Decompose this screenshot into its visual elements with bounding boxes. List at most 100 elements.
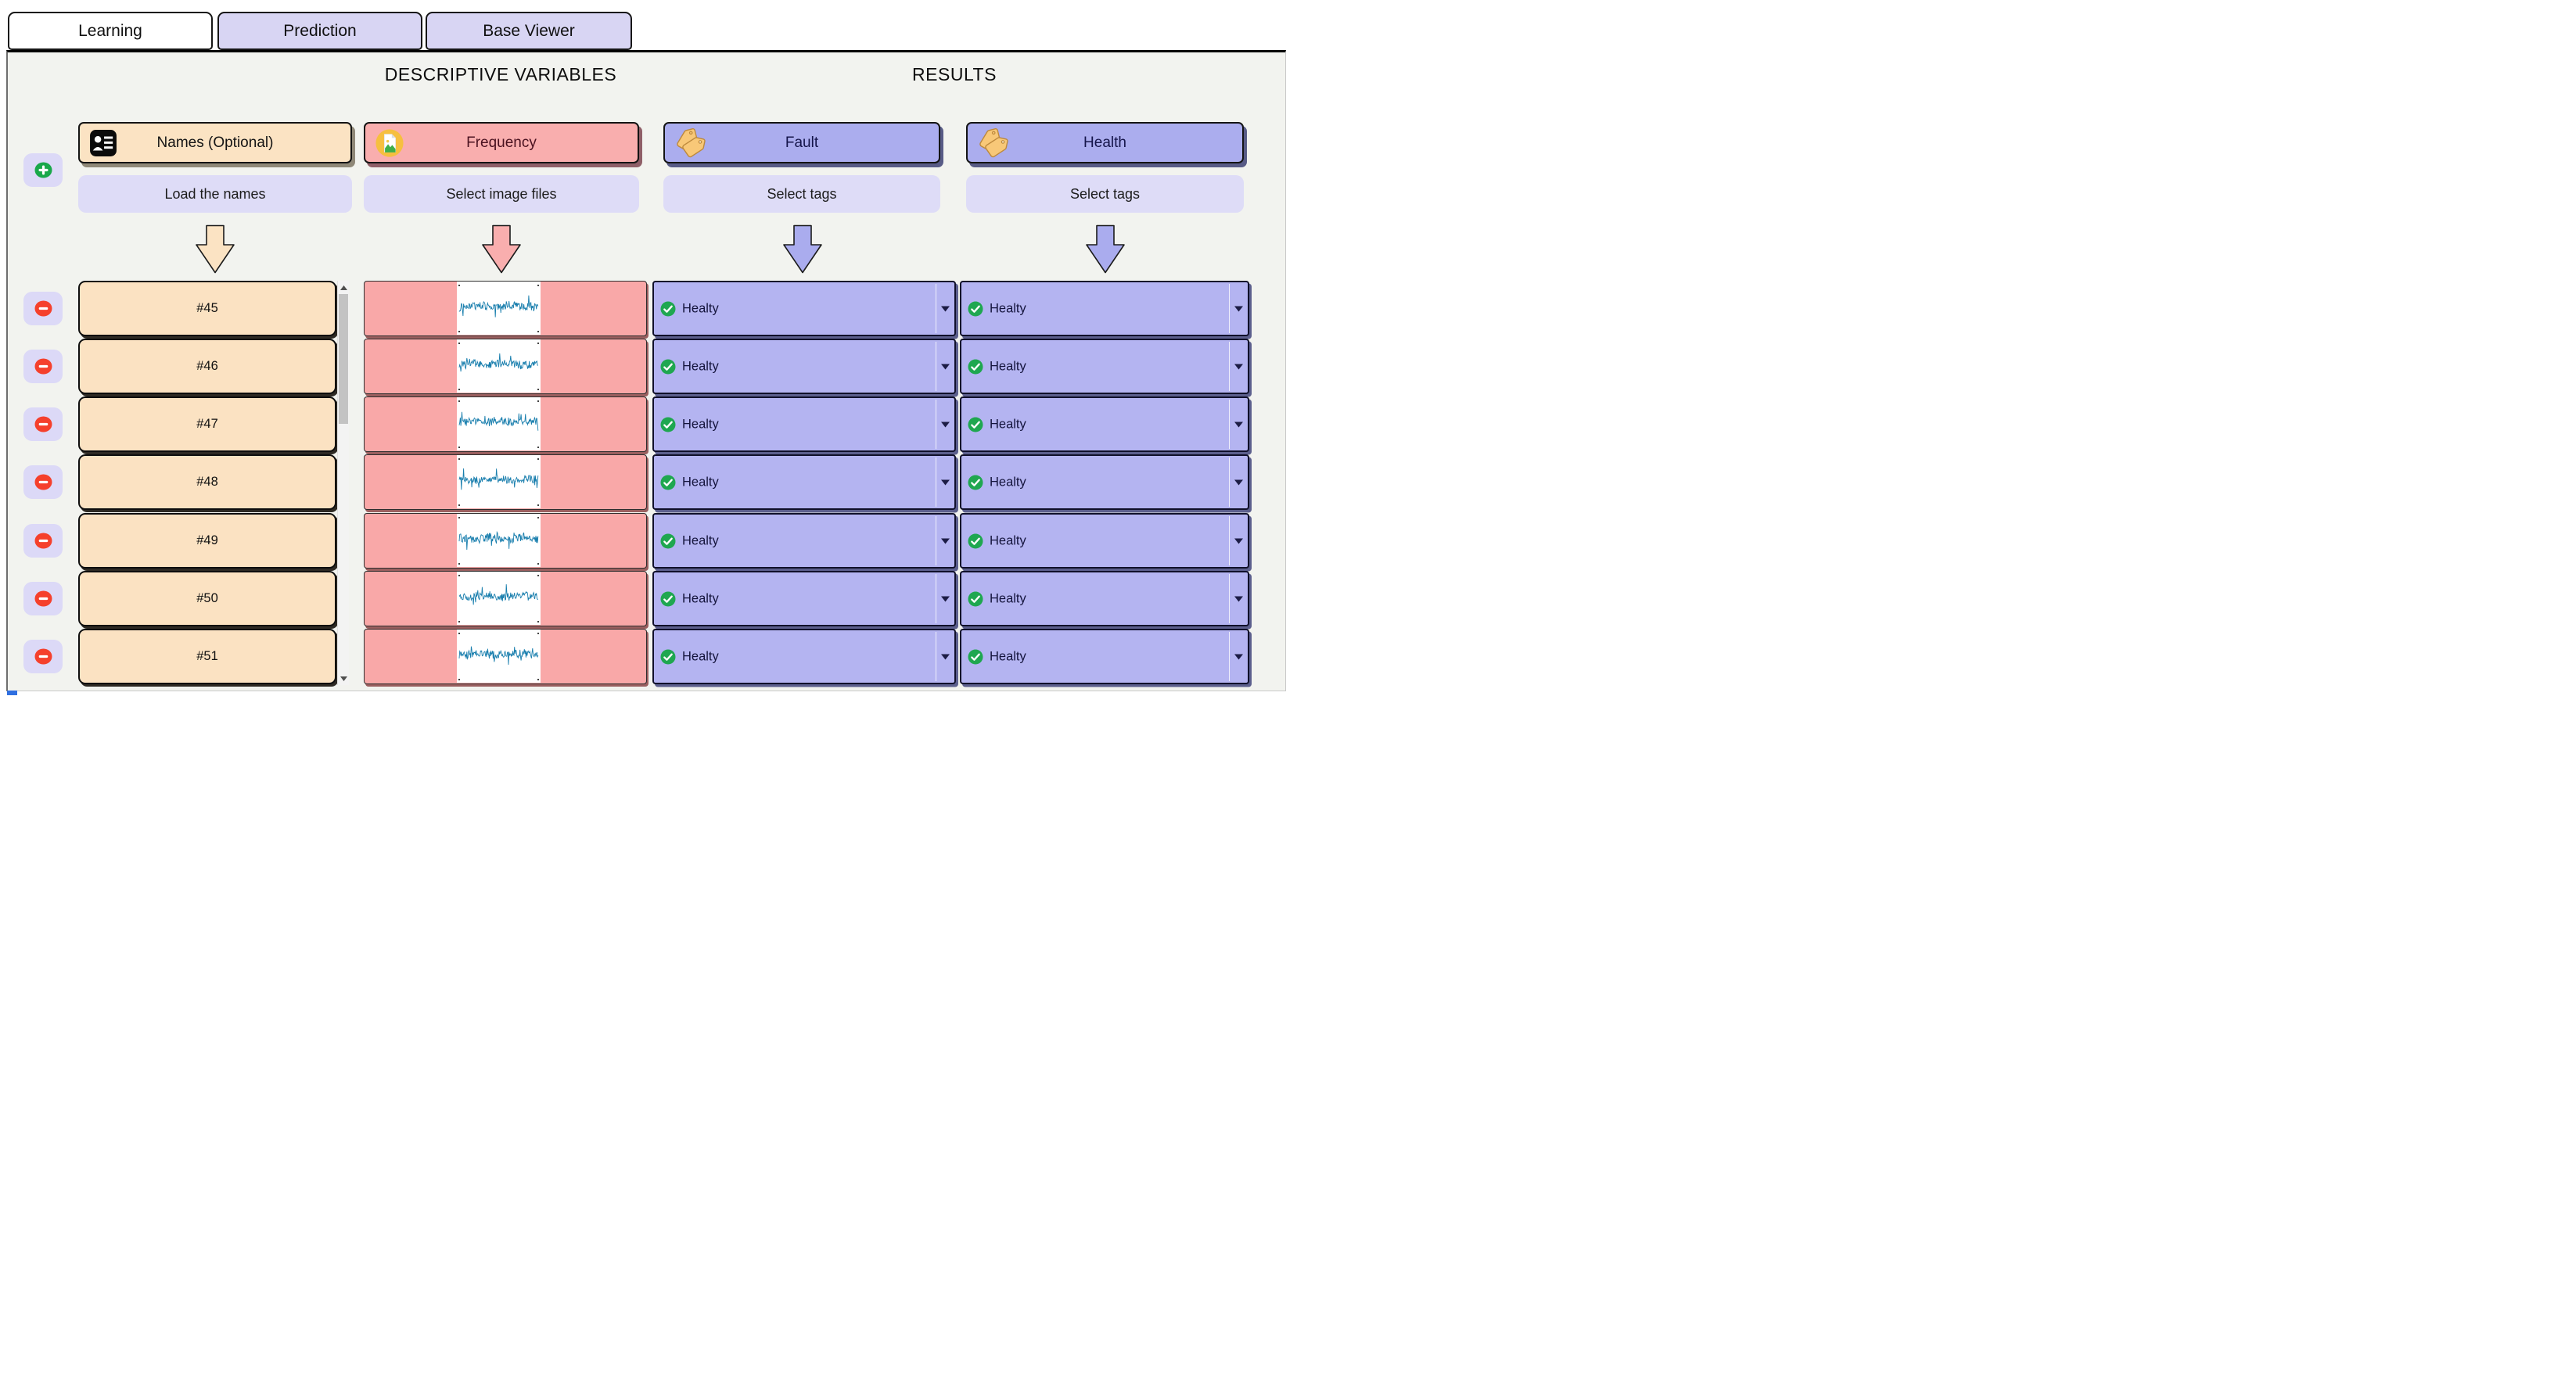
- health-dropdown-value: Healty: [990, 591, 1026, 605]
- fault-dropdown[interactable]: Healty: [652, 396, 956, 452]
- remove-row-button[interactable]: [23, 350, 63, 383]
- waveform-image: [457, 514, 541, 567]
- fault-dropdown[interactable]: Healty: [652, 281, 956, 336]
- frequency-image-cell[interactable]: [364, 629, 647, 684]
- tab-prediction-label: Prediction: [283, 21, 357, 40]
- remove-row-button[interactable]: [23, 465, 63, 499]
- image-file-icon: [375, 128, 404, 158]
- select-fault-tags-label: Select tags: [767, 185, 837, 202]
- down-arrow-frequency: [481, 224, 522, 278]
- frequency-image-cell[interactable]: [364, 396, 647, 452]
- remove-row-button[interactable]: [23, 524, 63, 558]
- fault-dropdown[interactable]: Healty: [652, 571, 956, 626]
- chevron-down-icon[interactable]: [941, 479, 950, 485]
- chevron-up-icon[interactable]: [338, 282, 349, 293]
- name-cell[interactable]: #45: [78, 281, 336, 336]
- waveform-image: [457, 630, 541, 683]
- remove-row-button[interactable]: [23, 292, 63, 325]
- health-dropdown[interactable]: Healty: [960, 513, 1249, 569]
- waveform-image: [457, 339, 541, 393]
- frequency-image-cell[interactable]: [364, 513, 647, 569]
- fault-dropdown-value: Healty: [682, 359, 719, 373]
- fault-column-header-button[interactable]: Fault: [663, 122, 940, 163]
- names-header-label: Names (Optional): [156, 134, 274, 151]
- health-column-header-button[interactable]: Health: [966, 122, 1244, 163]
- waveform-image: [457, 455, 541, 508]
- health-dropdown[interactable]: Healty: [960, 281, 1249, 336]
- name-cell-label: #50: [196, 591, 218, 605]
- health-dropdown-value: Healty: [990, 301, 1026, 315]
- minus-circle-icon: [34, 474, 52, 490]
- chevron-down-icon[interactable]: [1234, 654, 1243, 659]
- health-header-label: Health: [1083, 134, 1126, 151]
- name-cell[interactable]: #50: [78, 571, 336, 626]
- down-arrow-fault: [782, 224, 823, 278]
- name-cell[interactable]: #46: [78, 339, 336, 394]
- chevron-down-icon[interactable]: [1234, 422, 1243, 427]
- frequency-image-cell[interactable]: [364, 339, 647, 394]
- tab-learning[interactable]: Learning: [8, 12, 213, 50]
- select-health-tags-button[interactable]: Select tags: [966, 175, 1244, 213]
- name-cell-label: #47: [196, 417, 218, 431]
- check-circle-icon: [660, 301, 676, 317]
- check-circle-icon: [660, 533, 676, 549]
- health-dropdown[interactable]: Healty: [960, 396, 1249, 452]
- chevron-down-icon[interactable]: [941, 306, 950, 311]
- select-image-files-button[interactable]: Select image files: [364, 175, 639, 213]
- health-dropdown[interactable]: Healty: [960, 629, 1249, 684]
- name-cell[interactable]: #47: [78, 396, 336, 452]
- name-cell[interactable]: #51: [78, 629, 336, 684]
- minus-circle-icon: [34, 590, 52, 607]
- tab-learning-label: Learning: [78, 21, 142, 40]
- plus-circle-icon: [34, 162, 52, 178]
- health-dropdown[interactable]: Healty: [960, 339, 1249, 394]
- health-dropdown[interactable]: Healty: [960, 454, 1249, 510]
- select-fault-tags-button[interactable]: Select tags: [663, 175, 940, 213]
- frequency-image-cell[interactable]: [364, 281, 647, 336]
- names-column-header-button[interactable]: Names (Optional): [78, 122, 352, 163]
- waveform-image: [457, 282, 541, 335]
- name-cell[interactable]: #48: [78, 454, 336, 510]
- chevron-down-icon[interactable]: [941, 364, 950, 369]
- chevron-down-icon[interactable]: [338, 673, 349, 684]
- name-cell[interactable]: #49: [78, 513, 336, 569]
- fault-dropdown-value: Healty: [682, 649, 719, 663]
- scrollbar-thumb[interactable]: [339, 294, 348, 424]
- minus-circle-icon: [34, 648, 52, 665]
- tab-base-viewer[interactable]: Base Viewer: [426, 12, 632, 50]
- frequency-image-cell[interactable]: [364, 454, 647, 510]
- fault-dropdown[interactable]: Healty: [652, 339, 956, 394]
- names-scrollbar[interactable]: [337, 281, 349, 685]
- fault-dropdown[interactable]: Healty: [652, 513, 956, 569]
- remove-row-button[interactable]: [23, 582, 63, 615]
- health-dropdown-value: Healty: [990, 417, 1026, 431]
- frequency-image-cell[interactable]: [364, 571, 647, 626]
- name-cell-label: #49: [196, 533, 218, 547]
- fault-dropdown-value: Healty: [682, 533, 719, 547]
- load-names-button[interactable]: Load the names: [78, 175, 352, 213]
- health-dropdown[interactable]: Healty: [960, 571, 1249, 626]
- contact-card-icon: [89, 129, 117, 157]
- tab-prediction[interactable]: Prediction: [217, 12, 422, 50]
- fault-dropdown[interactable]: Healty: [652, 454, 956, 510]
- chevron-down-icon[interactable]: [941, 422, 950, 427]
- chevron-down-icon[interactable]: [941, 538, 950, 544]
- check-circle-icon: [968, 417, 983, 432]
- frequency-column-header-button[interactable]: Frequency: [364, 122, 639, 163]
- chevron-down-icon[interactable]: [1234, 596, 1243, 601]
- fault-header-label: Fault: [785, 134, 819, 151]
- chevron-down-icon[interactable]: [941, 596, 950, 601]
- check-circle-icon: [968, 301, 983, 317]
- chevron-down-icon[interactable]: [1234, 538, 1243, 544]
- chevron-down-icon[interactable]: [1234, 364, 1243, 369]
- minus-circle-icon: [34, 533, 52, 549]
- chevron-down-icon[interactable]: [941, 654, 950, 659]
- remove-row-button[interactable]: [23, 640, 63, 673]
- remove-row-button[interactable]: [23, 407, 63, 441]
- app-window: Learning Prediction Base Viewer DESCRIPT…: [0, 0, 1288, 696]
- chevron-down-icon[interactable]: [1234, 479, 1243, 485]
- fault-dropdown[interactable]: Healty: [652, 629, 956, 684]
- add-row-button[interactable]: [23, 153, 63, 187]
- frequency-header-label: Frequency: [466, 134, 537, 151]
- chevron-down-icon[interactable]: [1234, 306, 1243, 311]
